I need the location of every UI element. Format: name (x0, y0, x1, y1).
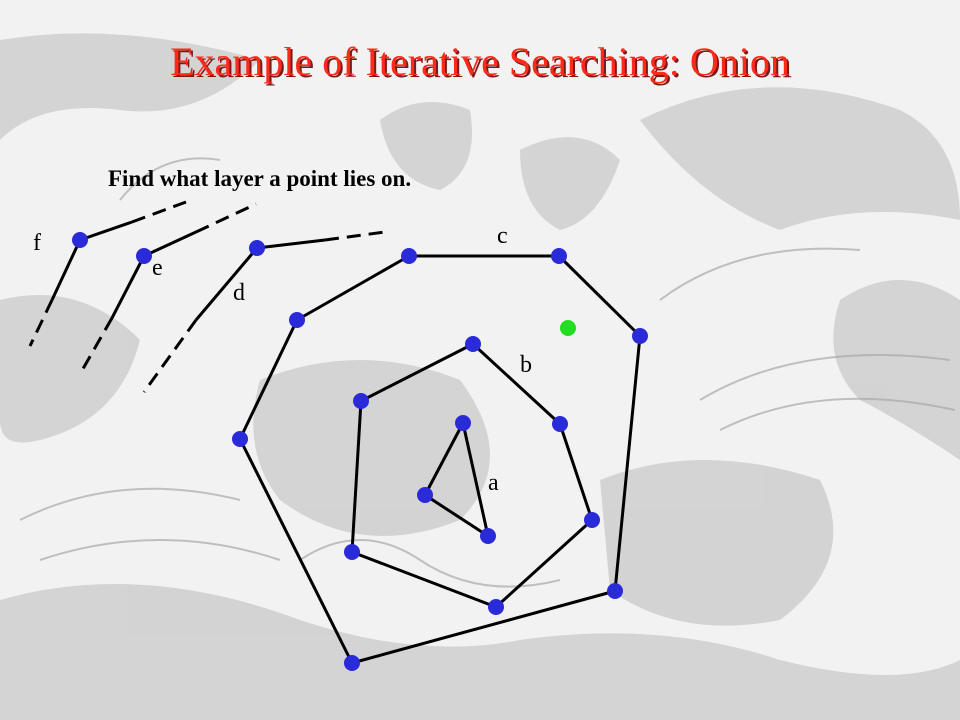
layer-a-edge (424, 493, 489, 538)
layer-b-edge (494, 518, 594, 609)
layer-c-vertex (289, 312, 305, 328)
layer-e-vertex (136, 248, 152, 264)
layer-b-edge (360, 342, 474, 403)
layer-label-c: c (497, 223, 508, 249)
layer-f-edge-left (50, 239, 82, 301)
layer-c-edge (613, 335, 642, 592)
layer-c-vertex (632, 328, 648, 344)
layer-f-vertex (72, 232, 88, 248)
slide-title: Example of Iterative Searching: Onion (170, 39, 790, 84)
layer-d-vertex (249, 240, 265, 256)
layer-a-vertex (455, 415, 471, 431)
layer-d-edge-left (194, 247, 259, 321)
layer-a-vertex (480, 528, 496, 544)
layer-c-edge (351, 589, 616, 665)
layer-b-edge (351, 550, 497, 609)
layer-e-edge-top (143, 230, 197, 258)
layer-c-vertex (401, 248, 417, 264)
layer-b-vertex (584, 512, 600, 528)
layer-a-edge (423, 422, 465, 496)
layer-e-edge-top-dashed (195, 202, 257, 234)
layer-e-edge-left (110, 255, 146, 319)
layer-f-edge-left-dashed (28, 299, 54, 347)
query-point (560, 320, 576, 336)
layer-c-vertex (344, 655, 360, 671)
slide-subtitle: Find what layer a point lies on. (108, 166, 412, 191)
layer-label-e: e (152, 255, 163, 281)
layer-b-edge (471, 342, 562, 426)
layer-a-vertex (417, 487, 433, 503)
layer-b-vertex (344, 544, 360, 560)
layer-b-vertex (488, 599, 504, 615)
layer-c-edge (557, 254, 642, 338)
layer-f-edge-top (79, 220, 133, 242)
layer-d-edge-top (256, 238, 326, 250)
layer-b-vertex (465, 336, 481, 352)
layer-label-b: b (520, 352, 532, 378)
layer-label-d: d (233, 280, 245, 306)
layer-c-edge (238, 319, 299, 440)
layer-c-vertex (551, 248, 567, 264)
layer-c-vertex (607, 583, 623, 599)
layer-f-edge-top-dashed (131, 200, 187, 224)
layer-c-edge (296, 254, 410, 322)
layer-b-edge (558, 423, 594, 521)
layer-b-vertex (353, 393, 369, 409)
layer-d-edge-top-dashed (324, 230, 386, 242)
layer-label-a: a (488, 470, 499, 496)
layer-b-vertex (552, 416, 568, 432)
layer-e-edge-left-dashed (78, 317, 114, 375)
layer-a-edge (461, 422, 490, 537)
layer-d-edge-left-dashed (142, 319, 198, 393)
layer-c-edge (238, 438, 354, 664)
layer-c-vertex (232, 431, 248, 447)
layer-b-edge (350, 400, 363, 553)
layer-label-f: f (33, 230, 41, 256)
